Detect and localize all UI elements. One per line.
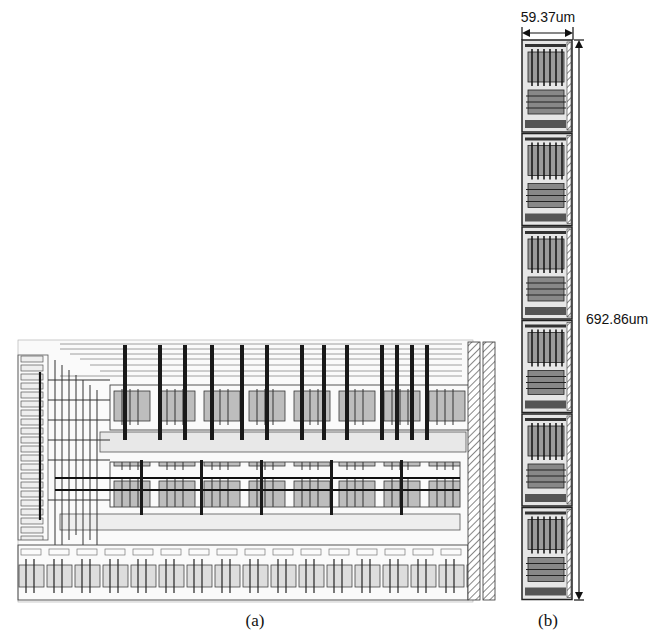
dimension-label: 692.86um — [586, 311, 648, 327]
subfigure-label: (b) — [538, 611, 558, 631]
subfigure-label: (a) — [246, 611, 265, 631]
dimension-label: 59.37um — [521, 9, 575, 25]
